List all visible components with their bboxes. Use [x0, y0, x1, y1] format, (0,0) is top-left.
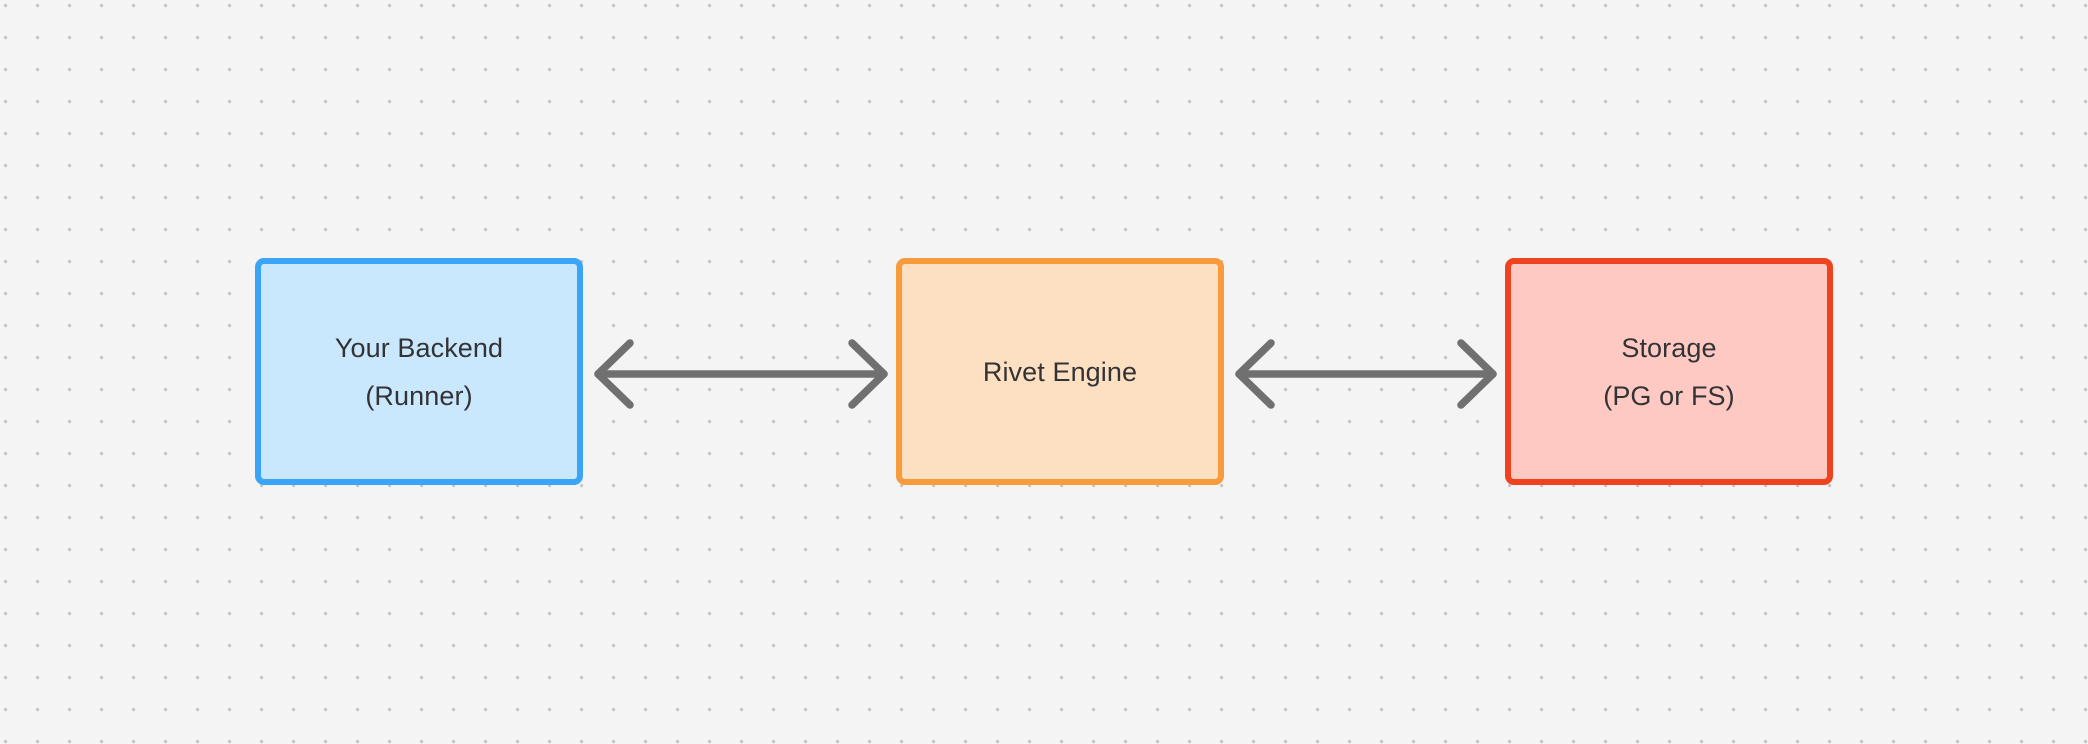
edge-backend-engine[interactable] [592, 334, 890, 414]
node-your-backend[interactable]: Your Backend (Runner) [255, 258, 583, 485]
node-storage[interactable]: Storage (PG or FS) [1505, 258, 1833, 485]
double-arrow-icon [594, 339, 888, 409]
edge-engine-storage[interactable] [1233, 334, 1499, 414]
node-rivet-engine-label: Rivet Engine [982, 356, 1138, 387]
double-arrow-icon [1235, 339, 1497, 409]
node-rivet-engine[interactable]: Rivet Engine [896, 258, 1224, 485]
node-storage-label: Storage (PG or FS) [1603, 332, 1735, 411]
node-your-backend-label: Your Backend (Runner) [334, 332, 504, 411]
